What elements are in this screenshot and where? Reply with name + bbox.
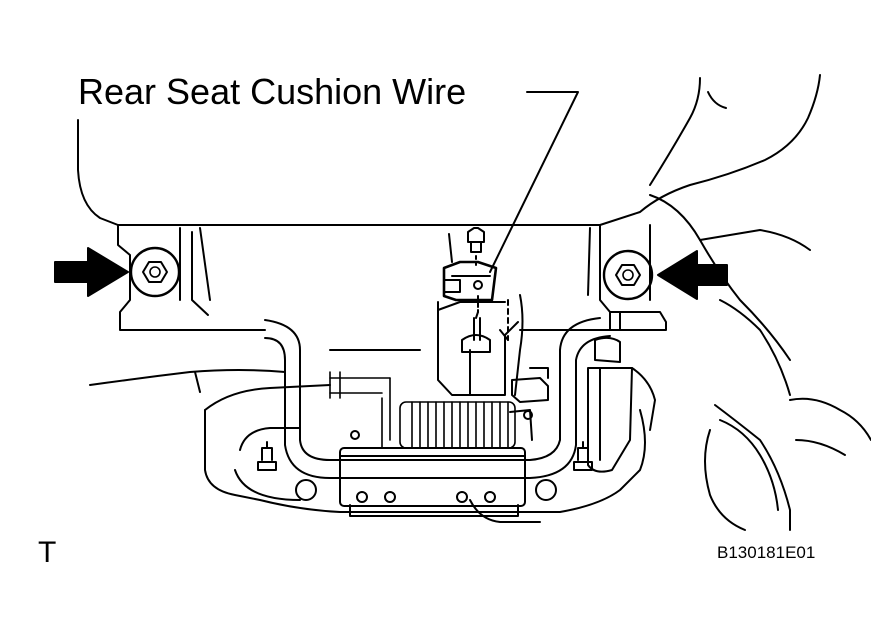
bolt-icon	[129, 246, 181, 298]
callout-leader-line	[489, 91, 579, 273]
nut-icon	[257, 447, 277, 471]
arrow-left-icon	[657, 250, 728, 300]
base-nuts	[257, 410, 593, 471]
arrow-right-icon	[54, 247, 129, 297]
center-bracket	[437, 301, 519, 396]
right-adjuster	[509, 336, 656, 473]
callout-label: Rear Seat Cushion Wire	[78, 71, 467, 112]
wire-clip-bracket	[442, 233, 524, 396]
center-housing	[339, 447, 526, 517]
bolt-icon	[602, 249, 654, 301]
spring	[329, 371, 516, 449]
right-side-panel	[649, 194, 871, 531]
figure-code: B130181E01	[717, 543, 816, 562]
seat-wire-loop	[264, 317, 611, 479]
clip-bolt-icon	[467, 227, 485, 269]
seat-cushion	[77, 74, 821, 226]
seat-rail-bracket	[117, 224, 667, 331]
left-background	[89, 349, 421, 393]
corner-mark: T	[38, 536, 57, 569]
